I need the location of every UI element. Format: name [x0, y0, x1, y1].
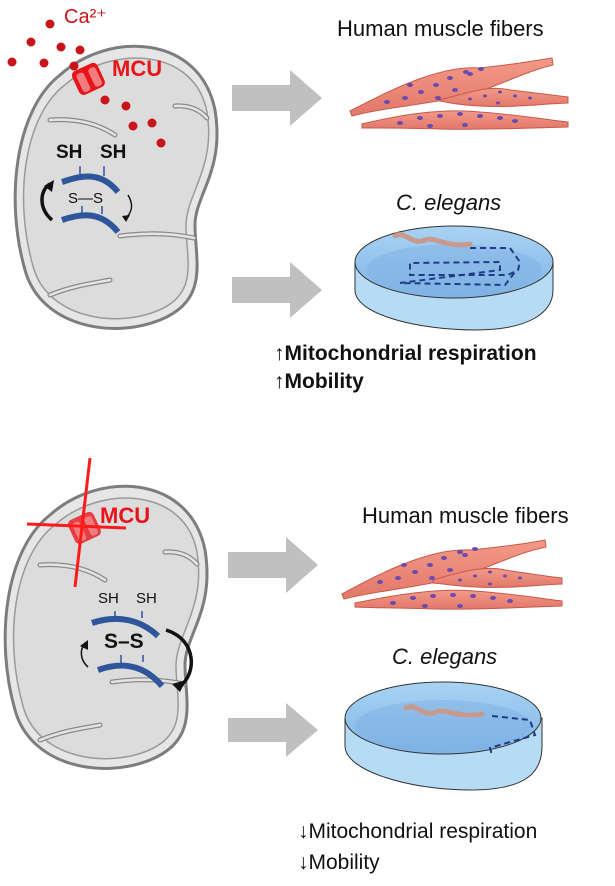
worm-track: [488, 715, 537, 756]
bottom-protein: [80, 611, 193, 692]
model-label-muscle: Human muscle fibers: [337, 16, 544, 41]
bottom-muscle-fibers: [341, 539, 563, 610]
top-muscle-fibers: [349, 57, 569, 130]
model-label-worm: C. elegans: [392, 644, 498, 669]
thiol-label: SH: [136, 590, 157, 607]
bottom-petri-dish: [344, 681, 543, 791]
top-protein: [40, 166, 133, 234]
worm: [403, 704, 485, 718]
worm-track: [399, 247, 522, 287]
calcium-ion: [156, 138, 166, 148]
calcium-ion: [128, 121, 138, 131]
right-arrow-icon: [232, 70, 322, 126]
outcome-mobility: ↓Mobility: [298, 851, 380, 875]
bottom-mitochondrion: [3, 484, 209, 770]
outcome-respiration: ↓Mitochondrial respiration: [298, 820, 537, 844]
right-arrow-icon: [228, 537, 318, 593]
outcome-mobility: ↑Mobility: [274, 370, 364, 394]
disulfide-label: S–S: [104, 630, 144, 653]
outcome-text: Mobility: [284, 370, 364, 393]
calcium-ion: [56, 42, 66, 52]
mcu-channel-icon: [71, 62, 105, 95]
up-arrow-icon: ↑: [274, 370, 285, 393]
block-cross-icon: [73, 457, 92, 588]
mcu-label: MCU: [112, 56, 163, 81]
model-label-muscle: Human muscle fibers: [362, 503, 569, 528]
thiol-label: SH: [100, 142, 127, 163]
outcome-text: Mitochondrial respiration: [308, 820, 538, 843]
down-arrow-icon: ↓: [298, 820, 309, 843]
calcium-ion: [147, 118, 157, 128]
calcium-ion: [121, 101, 131, 111]
up-arrow-icon: ↑: [274, 342, 285, 365]
calcium-label: Ca²⁺: [64, 6, 107, 28]
thiol-label: SH: [56, 142, 83, 163]
calcium-ion: [45, 19, 55, 29]
disulfide-label: S—S: [68, 190, 104, 207]
top-petri-dish: [354, 225, 554, 331]
outcome-text: Mitochondrial respiration: [284, 342, 537, 365]
outcome-respiration: ↑Mitochondrial respiration: [274, 342, 537, 366]
calcium-ion: [26, 37, 36, 47]
calcium-ion: [39, 58, 49, 68]
model-label-worm: C. elegans: [396, 190, 502, 215]
calcium-ion: [75, 45, 85, 55]
calcium-ion: [100, 95, 110, 105]
calcium-ions: [7, 19, 166, 148]
down-arrow-icon: ↓: [298, 851, 309, 874]
worm: [392, 232, 473, 248]
thiol-label: SH: [98, 590, 119, 607]
mcu-label: MCU: [100, 503, 151, 528]
right-arrow-icon: [228, 703, 318, 757]
right-arrow-icon: [232, 262, 322, 318]
outcome-text: Mobility: [308, 851, 380, 874]
calcium-ion: [69, 61, 79, 71]
mcu-channel-blocked-icon: [26, 457, 127, 588]
calcium-ion: [7, 57, 17, 67]
